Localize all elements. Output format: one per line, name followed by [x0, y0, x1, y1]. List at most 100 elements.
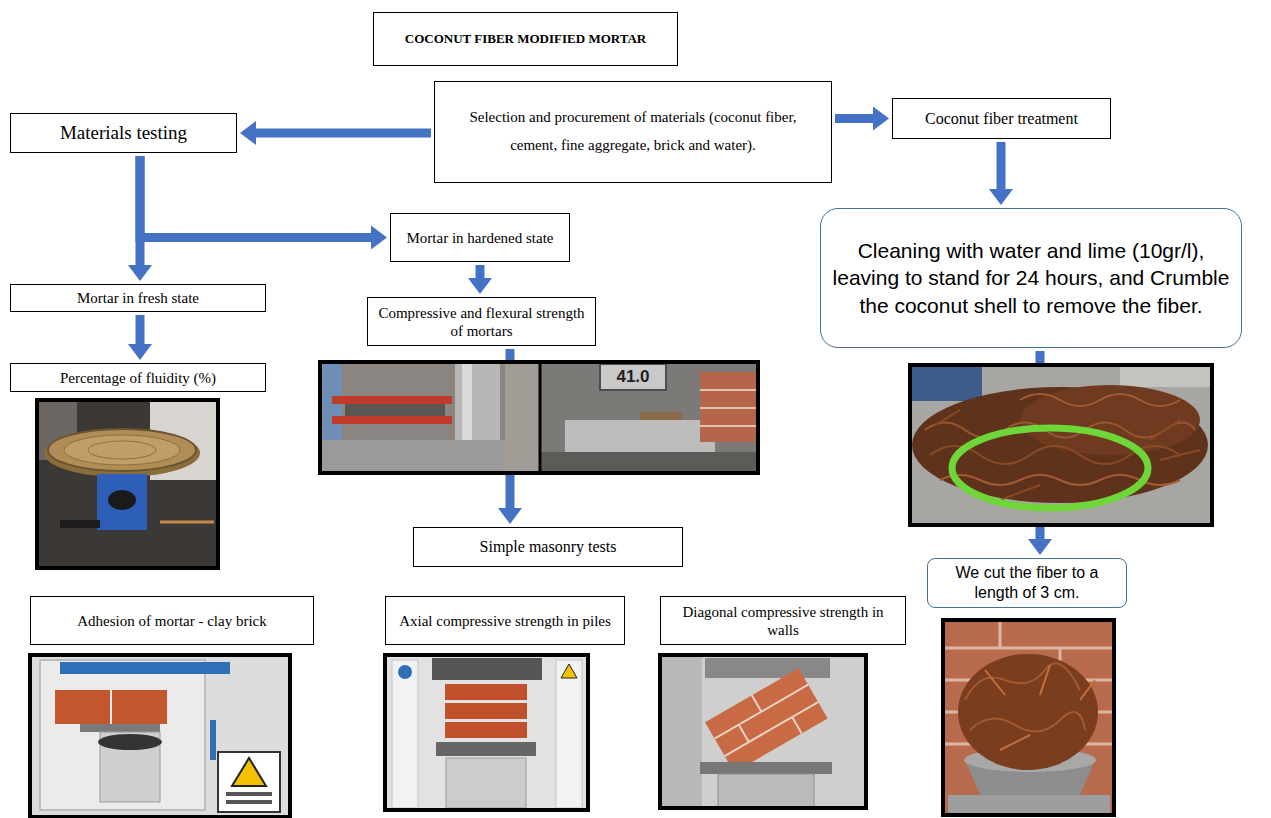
compression-test-photo-part [540, 452, 758, 473]
arrow-head [240, 121, 256, 145]
diagonal-test-photo-part [660, 655, 866, 808]
compression-test-photo-part [320, 362, 758, 473]
flow-table-photo-part [108, 490, 136, 510]
flow-table-photo-part [97, 474, 147, 530]
compression-test-photo-part [320, 362, 540, 473]
process-box: Simple masonry tests [413, 527, 683, 567]
compression-test-photo-part [540, 362, 758, 473]
adhesion-test-photo-part [55, 690, 110, 724]
adhesion-test-photo-part [30, 655, 290, 817]
compression-test-photo-part [700, 425, 758, 427]
cut-fiber-photo-part [999, 620, 1002, 648]
rounded-step-box: We cut the fiber to a length of 3 cm. [927, 558, 1127, 608]
fiber-cleaning-photo [910, 365, 1212, 525]
flow-table-photo-part [37, 400, 218, 568]
fiber-cleaning-photo-part [952, 428, 1148, 508]
adhesion-test-photo-part [40, 660, 205, 810]
node-text: Cleaning with water and lime (10gr/l), l… [831, 237, 1231, 319]
flow-arrow [140, 156, 387, 250]
display-reading: 41.0 [602, 366, 664, 387]
node-text: Diagonal compressive strength in walls [671, 603, 895, 639]
arrow-head [1028, 539, 1052, 555]
process-box: Mortar in fresh state [10, 284, 266, 312]
cut-fiber-photo-part [943, 620, 1114, 815]
arrow-head [498, 508, 522, 524]
axial-test-photo-part [556, 660, 582, 808]
axial-test-photo [385, 655, 588, 810]
cut-fiber-photo-part [970, 712, 1085, 731]
test-box: Adhesion of mortar - clay brick [30, 596, 314, 645]
process-box: Mortar in hardened state [390, 213, 570, 262]
axial-test-photo-part [446, 758, 526, 808]
process-box: Percentage of fluidity (%) [10, 363, 266, 392]
node-text: COCONUT FIBER MODIFIED MORTAR [405, 31, 646, 47]
diagonal-test-photo-part [718, 774, 814, 808]
adhesion-test-photo-part [210, 720, 216, 760]
node-text: Compressive and flexural strength of mor… [378, 304, 585, 340]
process-box: Selection and procurement of materials (… [434, 81, 832, 183]
compression-test-photo [320, 362, 758, 473]
cut-fiber-photo-part [958, 654, 1098, 770]
node-text: Materials testing [60, 122, 187, 145]
fiber-cleaning-photo-part [1020, 385, 1200, 455]
flow-arrow [240, 121, 431, 145]
axial-test-photo-part [445, 722, 527, 738]
diagonal-test-photo-part-part [752, 695, 762, 711]
axial-test-photo-part [398, 665, 412, 679]
flow-arrow [989, 142, 1013, 205]
compression-test-photo-part [345, 404, 445, 416]
axial-test-photo-part [392, 660, 418, 808]
fiber-cleaning-photo-part [1020, 394, 1180, 406]
fiber-cleaning-photo-part [910, 365, 1212, 525]
arrow-shaft [835, 114, 874, 123]
flow-table-photo-part [44, 429, 200, 477]
axial-test-photo-part [561, 664, 577, 678]
diagonal-test-photo-part [705, 668, 828, 772]
arrow-head [128, 265, 152, 281]
cut-fiber-photo-part [985, 665, 1095, 750]
adhesion-test-photo-part [60, 662, 230, 674]
axial-test-photo-part [445, 703, 527, 719]
fiber-cleaning-photo-part [910, 365, 1212, 525]
arrow-shaft [255, 129, 431, 138]
flow-table-photo-part [37, 400, 218, 568]
adhesion-test-photo-part [30, 655, 290, 817]
arrow-shaft [476, 265, 485, 279]
process-box: Coconut fiber treatment [892, 98, 1111, 139]
axial-test-photo-part [436, 742, 536, 756]
process-box: Materials testing [10, 113, 237, 153]
diagonal-test-photo-part [705, 658, 830, 678]
arrow-head [468, 278, 492, 294]
node-text: Mortar in hardened state [406, 229, 553, 247]
axial-test-photo-part [432, 658, 542, 680]
diagonal-test-photo-part [660, 655, 866, 808]
compression-test-photo-part [600, 364, 666, 390]
process-box: Compressive and flexural strength of mor… [367, 297, 596, 346]
node-text: Coconut fiber treatment [925, 109, 1078, 128]
compression-test-photo-part [332, 396, 452, 404]
cut-fiber-photo-part [948, 795, 1110, 813]
flow-table-photo-part [160, 521, 214, 524]
diagonal-test-photo-part-part [705, 668, 828, 772]
compression-test-photo-part [700, 372, 758, 442]
axial-test-photo-part [385, 655, 588, 810]
flow-arrow [468, 265, 492, 294]
flow-table-photo-part [64, 435, 180, 465]
rounded-step-box: Cleaning with water and lime (10gr/l), l… [820, 208, 1242, 348]
compression-test-photo-part [640, 412, 682, 420]
diagonal-test-photo-part [700, 762, 832, 774]
flow-table-photo-part [60, 520, 100, 528]
flow-table-photo-part [88, 441, 156, 459]
node-text: Simple masonry tests [480, 537, 617, 556]
fiber-cleaning-photo-part [912, 367, 982, 401]
node-text: Axial compressive strength in piles [399, 612, 611, 630]
adhesion-test-photo-part [226, 800, 272, 804]
test-box: Diagonal compressive strength in walls [660, 596, 906, 645]
fiber-cleaning-photo-part [935, 410, 1200, 500]
compression-test-photo-part [700, 389, 758, 391]
arrow-shaft [140, 156, 372, 238]
cut-fiber-photo-part [943, 647, 1114, 650]
diagonal-test-photo-part-part [739, 725, 749, 742]
diagonal-test-photo [660, 655, 866, 808]
